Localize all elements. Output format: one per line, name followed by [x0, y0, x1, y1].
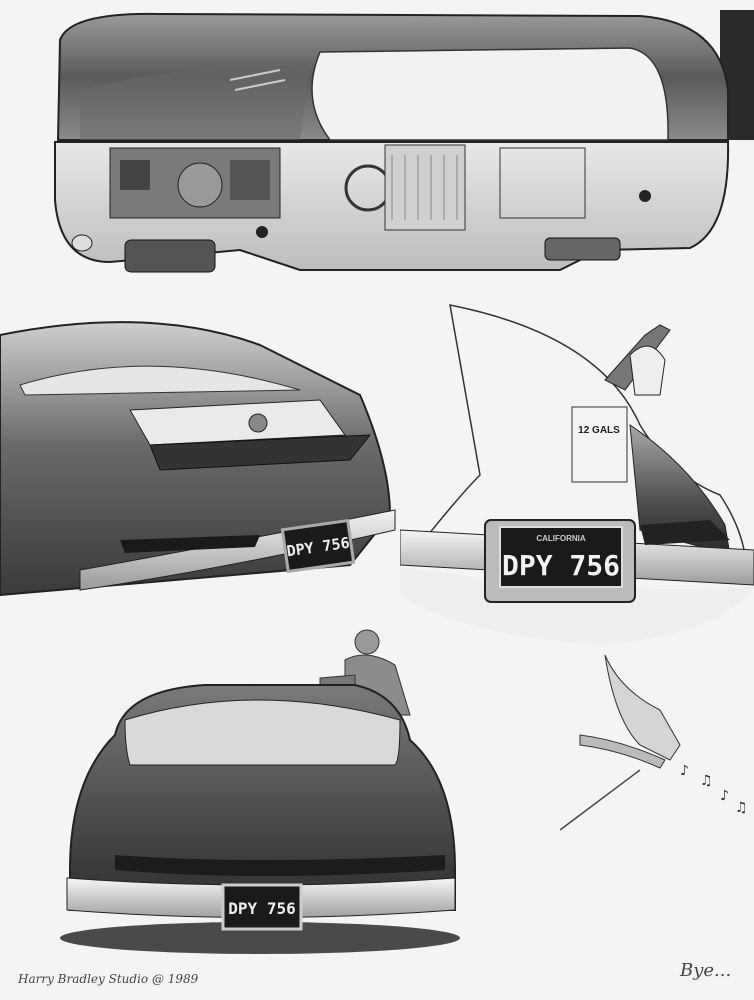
car-shadow: [60, 922, 460, 954]
fuel-filler-flap: [629, 345, 666, 396]
music-notes-icon: ♪ ♫ ♪ ♫: [680, 763, 748, 816]
hinge-detail-sketch: ♪ ♫ ♪ ♫: [560, 654, 748, 831]
rear-window-large: [124, 699, 401, 766]
rear-closeup-view: 12 GALS CALIFORNIA DPY 756: [400, 304, 754, 645]
trunk-opening: [129, 399, 346, 446]
cutaway-plan-view: [54, 10, 754, 273]
plate-text-large: DPY 756: [502, 549, 620, 582]
rear-three-quarter-view: DPY 756: [0, 321, 396, 597]
taillight: [120, 535, 260, 553]
car-greenhouse: [311, 47, 669, 141]
svg-text:♫: ♫: [700, 773, 713, 789]
svg-text:♪: ♪: [680, 763, 689, 779]
artist-signature: Harry Bradley Studio @ 1989: [18, 972, 199, 986]
rear-wheel: [544, 237, 621, 261]
license-plate-rear: [221, 883, 303, 931]
taillight-closeup: [640, 520, 730, 545]
trunk-lid: [149, 434, 372, 471]
seat: [384, 144, 466, 231]
plate-state-text: CALIFORNIA: [536, 534, 586, 543]
fuel-tag-text: 12 GALS: [578, 425, 620, 436]
plate-text-rear: DPY 756: [228, 899, 295, 918]
svg-text:♫: ♫: [735, 800, 748, 816]
front-wheel: [124, 239, 216, 273]
taillight-bar: [115, 855, 445, 876]
closing-signature: Bye...: [680, 960, 732, 981]
hinge-arm: [604, 654, 681, 761]
rear-view: DPY 756: [60, 629, 460, 954]
license-plate-large: [499, 526, 623, 588]
svg-text:♪: ♪: [720, 788, 729, 804]
license-plate-small: [280, 518, 356, 574]
rear-window: [19, 365, 301, 396]
fuel-tag: [571, 406, 628, 483]
